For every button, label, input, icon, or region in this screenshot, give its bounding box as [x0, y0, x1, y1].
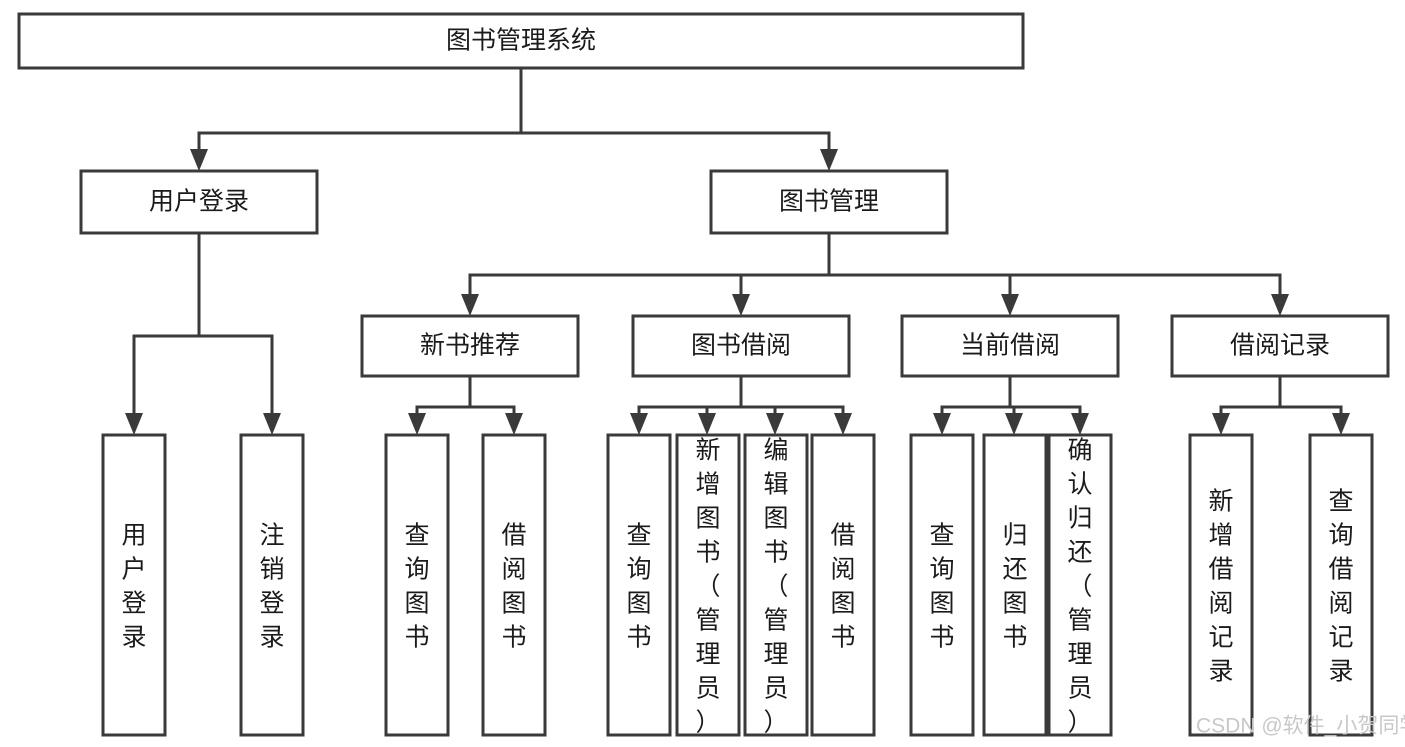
- node-layer: 图书管理系统用户登录图书管理新书推荐图书借阅当前借阅借阅记录用户登录注销登录查询…: [17, 12, 1390, 737]
- node-label-root: 图书管理系统: [446, 27, 596, 55]
- connector-bus-book-manage: [468, 231, 1282, 277]
- node-box-borrow-record[interactable]: [1170, 314, 1390, 378]
- node-box-leaf-borrow-add-book[interactable]: [675, 433, 741, 737]
- connector-bus-root: [197, 66, 831, 135]
- connector-bus-user-login: [132, 231, 274, 338]
- arrow-to-book-manage: [820, 131, 838, 171]
- node-leaf-rec-query-record[interactable]: 查询借阅记录: [1308, 433, 1374, 737]
- node-leaf-rec-borrow-book[interactable]: 借阅图书: [481, 433, 547, 737]
- node-box-leaf-rec-query-book[interactable]: [384, 433, 450, 737]
- connector-bus-current-borrow: [940, 374, 1082, 409]
- node-current-borrow[interactable]: 当前借阅: [900, 314, 1120, 378]
- node-label-leaf-user-login: 用户登录: [121, 522, 146, 652]
- node-leaf-cur-confirm-return[interactable]: 确认归还（管理员）: [1047, 433, 1113, 737]
- arrow-to-borrow-record: [1271, 273, 1289, 316]
- node-leaf-logout-login[interactable]: 注销登录: [239, 433, 305, 737]
- connector-bus-borrow-record: [1219, 374, 1343, 409]
- node-box-leaf-user-login[interactable]: [101, 433, 167, 737]
- node-label-leaf-borrow-edit-book: 编辑图书（管理员）: [763, 437, 788, 737]
- node-label-borrow-record: 借阅记录: [1230, 332, 1330, 360]
- node-root[interactable]: 图书管理系统: [17, 12, 1025, 70]
- node-box-leaf-cur-confirm-return[interactable]: [1047, 433, 1113, 737]
- node-label-leaf-rec-query-record: 查询借阅记录: [1328, 488, 1353, 686]
- arrow-to-new-book-rec: [461, 273, 479, 316]
- node-box-leaf-logout-login[interactable]: [239, 433, 305, 737]
- arrow-to-leaf-borrow-query-book: [630, 405, 648, 435]
- csdn-watermark: CSDN @软件_小贺同学: [1196, 715, 1405, 738]
- node-box-new-book-rec[interactable]: [360, 314, 580, 378]
- node-box-leaf-rec-add-record[interactable]: [1188, 433, 1254, 737]
- arrow-to-leaf-rec-borrow-book: [505, 405, 523, 435]
- node-box-leaf-rec-borrow-book[interactable]: [481, 433, 547, 737]
- node-label-book-manage: 图书管理: [779, 188, 879, 216]
- arrow-to-current-borrow: [1001, 273, 1019, 316]
- node-label-leaf-cur-return-book: 归还图书: [1002, 522, 1027, 652]
- node-user-login[interactable]: 用户登录: [79, 169, 319, 235]
- node-box-leaf-borrow-lend-book[interactable]: [810, 433, 876, 737]
- node-box-leaf-cur-query-book[interactable]: [909, 433, 975, 737]
- node-book-manage[interactable]: 图书管理: [709, 169, 949, 235]
- node-box-current-borrow[interactable]: [900, 314, 1120, 378]
- node-label-leaf-borrow-add-book: 新增图书（管理员）: [695, 437, 720, 737]
- arrow-to-book-borrow: [732, 273, 750, 316]
- arrow-to-leaf-cur-confirm-return: [1071, 405, 1089, 435]
- node-label-leaf-logout-login: 注销登录: [259, 522, 284, 652]
- node-leaf-borrow-lend-book[interactable]: 借阅图书: [810, 433, 876, 737]
- connector-layer: [132, 66, 1343, 409]
- node-box-leaf-cur-return-book[interactable]: [982, 433, 1048, 737]
- arrow-to-leaf-borrow-add-book: [698, 405, 716, 435]
- arrowhead-layer: [125, 131, 1350, 435]
- connector-bus-new-book-rec: [415, 374, 516, 409]
- node-leaf-rec-add-record[interactable]: 新增借阅记录: [1188, 433, 1254, 737]
- arrow-to-leaf-cur-query-book: [933, 405, 951, 435]
- node-label-leaf-cur-query-book: 查询图书: [929, 522, 954, 652]
- node-leaf-borrow-edit-book[interactable]: 编辑图书（管理员）: [743, 433, 809, 737]
- arrow-to-leaf-rec-query-book: [408, 405, 426, 435]
- node-box-root[interactable]: [17, 12, 1025, 70]
- arrow-to-leaf-cur-return-book: [1005, 405, 1023, 435]
- node-leaf-user-login[interactable]: 用户登录: [101, 433, 167, 737]
- node-label-leaf-rec-query-book: 查询图书: [404, 522, 429, 652]
- node-label-leaf-cur-confirm-return: 确认归还（管理员）: [1067, 437, 1092, 737]
- node-label-user-login: 用户登录: [149, 188, 249, 216]
- node-leaf-rec-query-book[interactable]: 查询图书: [384, 433, 450, 737]
- arrow-to-leaf-borrow-edit-book: [766, 405, 784, 435]
- node-box-leaf-rec-query-record[interactable]: [1308, 433, 1374, 737]
- arrow-to-leaf-user-login: [125, 334, 143, 435]
- node-new-book-rec[interactable]: 新书推荐: [360, 314, 580, 378]
- node-label-leaf-borrow-query-book: 查询图书: [626, 522, 651, 652]
- arrow-to-leaf-rec-add-record: [1212, 405, 1230, 435]
- node-leaf-cur-return-book[interactable]: 归还图书: [982, 433, 1048, 737]
- node-box-book-borrow[interactable]: [631, 314, 851, 378]
- node-box-leaf-borrow-query-book[interactable]: [606, 433, 672, 737]
- node-box-book-manage[interactable]: [709, 169, 949, 235]
- arrow-to-leaf-rec-query-record: [1332, 405, 1350, 435]
- node-label-leaf-borrow-lend-book: 借阅图书: [830, 522, 855, 652]
- arrow-to-user-login: [190, 131, 208, 171]
- node-borrow-record[interactable]: 借阅记录: [1170, 314, 1390, 378]
- node-label-leaf-rec-borrow-book: 借阅图书: [501, 522, 526, 652]
- node-box-user-login[interactable]: [79, 169, 319, 235]
- node-label-leaf-rec-add-record: 新增借阅记录: [1208, 488, 1233, 686]
- arrow-to-leaf-logout-login: [263, 334, 281, 435]
- node-box-leaf-borrow-edit-book[interactable]: [743, 433, 809, 737]
- node-label-current-borrow: 当前借阅: [960, 332, 1060, 360]
- node-label-new-book-rec: 新书推荐: [420, 332, 520, 360]
- node-book-borrow[interactable]: 图书借阅: [631, 314, 851, 378]
- node-leaf-borrow-add-book[interactable]: 新增图书（管理员）: [675, 433, 741, 737]
- node-label-book-borrow: 图书借阅: [691, 332, 791, 360]
- node-leaf-cur-query-book[interactable]: 查询图书: [909, 433, 975, 737]
- node-leaf-borrow-query-book[interactable]: 查询图书: [606, 433, 672, 737]
- connector-bus-book-borrow: [637, 374, 845, 409]
- arrow-to-leaf-borrow-lend-book: [834, 405, 852, 435]
